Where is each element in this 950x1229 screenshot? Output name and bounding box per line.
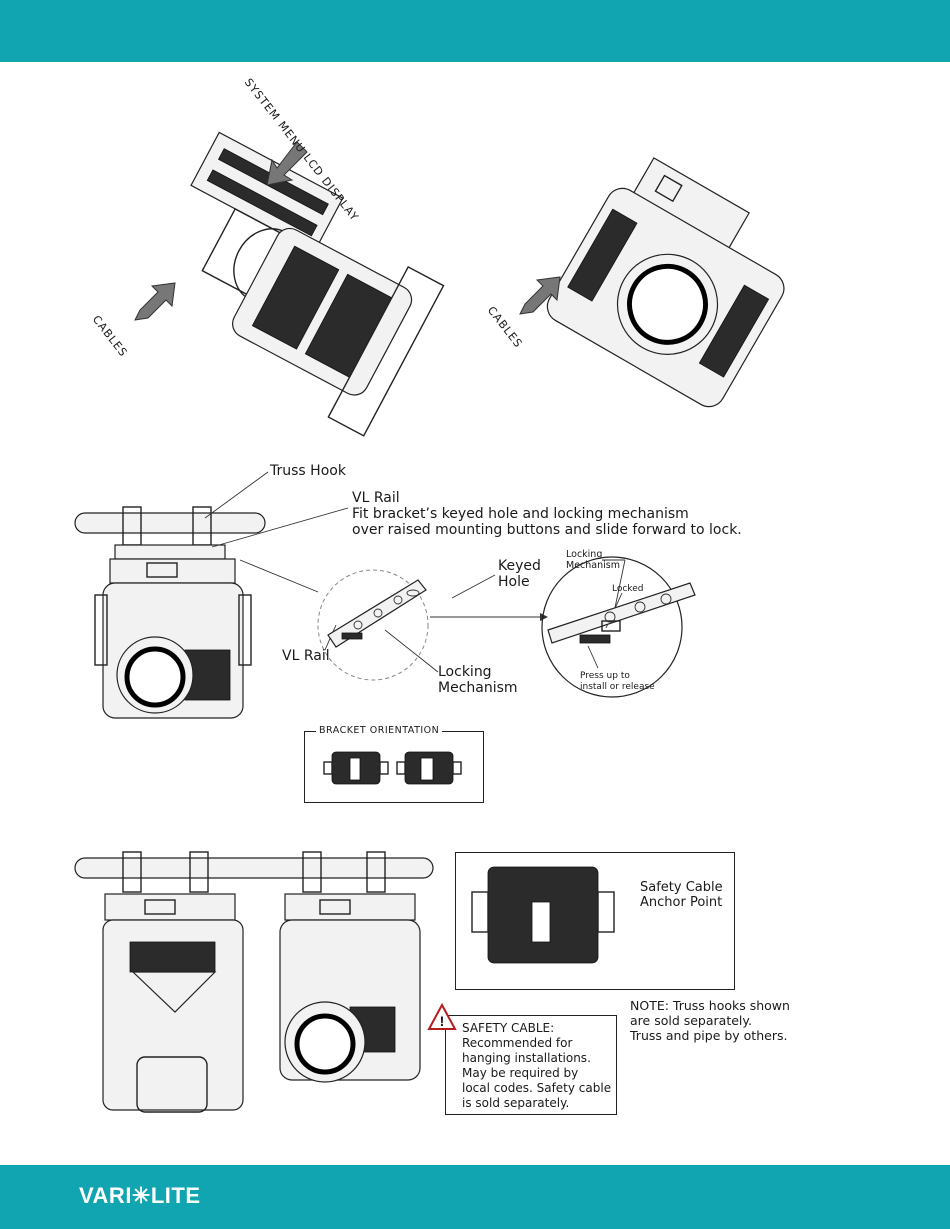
header-band (0, 0, 950, 62)
hanging-fixture-drawing (74, 506, 266, 719)
locking-detail-drawing (541, 556, 696, 698)
svg-text:!: ! (440, 1013, 445, 1029)
vl-rail-drawing (317, 569, 429, 681)
detail-press-up-label: Press up to install or release (580, 671, 655, 692)
safety-cable-text: SAFETY CABLE: Recommended for hanging in… (462, 1021, 612, 1110)
footer-band (0, 1165, 950, 1229)
keyed-hole-label: Keyed Hole (498, 558, 541, 590)
vari-lite-logo: VARI✳LITE (79, 1183, 201, 1208)
cables-arrow-right (519, 276, 561, 315)
detail-locked-label: Locked (612, 584, 644, 594)
vl-rail-instruction-line1: Fit bracket’s keyed hole and locking mec… (352, 506, 689, 522)
anchor-point-label: Safety Cable Anchor Point (640, 880, 723, 910)
fixture-rear-view-drawing (190, 131, 445, 437)
bracket-orientation-title: BRACKET ORIENTATION (316, 725, 443, 736)
anchor-point-drawing (471, 866, 615, 964)
safety-cable-box (445, 1015, 617, 1115)
note-text: NOTE: Truss hooks shown are sold separat… (630, 998, 790, 1043)
bracket-orientation-drawings (323, 751, 462, 785)
vl-rail-instruction-line2: over raised mounting buttons and slide f… (352, 522, 742, 538)
cables-arrow-left (134, 282, 176, 321)
fixture-front-view-drawing (546, 157, 785, 408)
locking-mechanism-label: Locking Mechanism (438, 664, 518, 696)
warning-icon: ! (427, 1002, 457, 1030)
vl-rail-label: VL Rail (282, 648, 330, 664)
lcd-arrow (266, 141, 308, 186)
bottom-fixtures-drawing (74, 851, 434, 1113)
truss-hook-label: Truss Hook (270, 463, 346, 479)
detail-locking-mechanism-label: Locking Mechanism (566, 549, 620, 571)
vl-rail-title: VL Rail (352, 490, 400, 506)
